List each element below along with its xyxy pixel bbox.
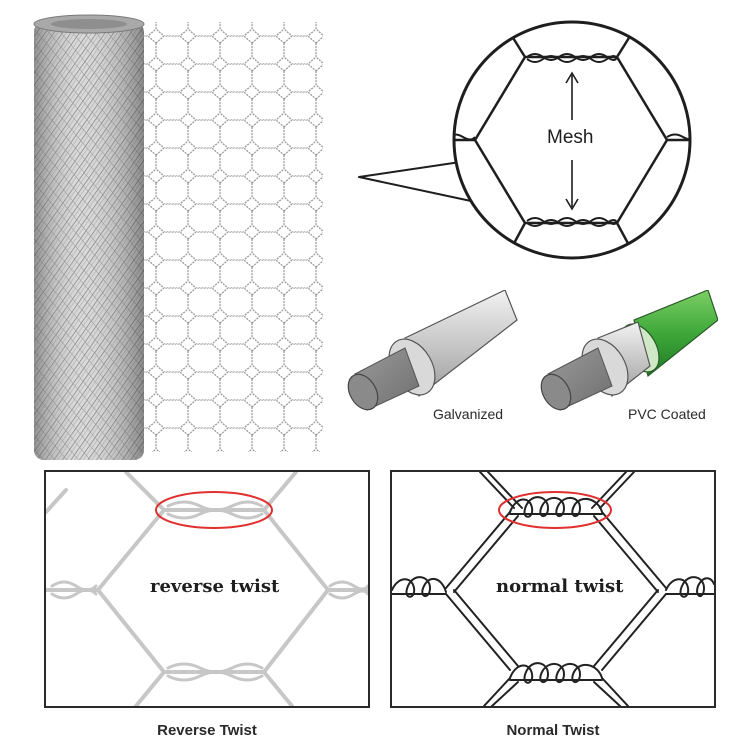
highlight-ring xyxy=(155,491,273,529)
magnifier-circle xyxy=(358,20,692,260)
normal-twist-caption: Normal Twist xyxy=(506,722,600,739)
highlight-ring xyxy=(498,491,612,529)
wire-type-galvanized: Galvanized xyxy=(345,290,525,430)
mesh-detail-callout: Mesh xyxy=(355,15,710,275)
reverse-twist-diagram xyxy=(46,472,368,706)
reverse-twist-panel: reverse twist xyxy=(44,470,370,708)
mesh-label: Mesh xyxy=(547,127,594,148)
reverse-twist-center-label: reverse twist xyxy=(150,576,280,597)
normal-twist-diagram xyxy=(392,472,714,706)
wire-type-pvc: PVC Coated xyxy=(538,290,728,430)
galvanized-label: Galvanized xyxy=(433,406,504,422)
normal-twist-center-label: normal twist xyxy=(496,576,624,597)
normal-twist-panel: normal twist xyxy=(390,470,716,708)
pvc-coated-label: PVC Coated xyxy=(628,406,706,422)
mesh-arrow xyxy=(565,71,579,211)
mesh-roll-graphic xyxy=(33,14,323,460)
mesh-roll-illustration xyxy=(28,8,328,463)
pvc-wire-icon xyxy=(540,290,718,411)
galvanized-wire-icon xyxy=(347,290,518,411)
reverse-twist-caption: Reverse Twist xyxy=(157,722,257,739)
